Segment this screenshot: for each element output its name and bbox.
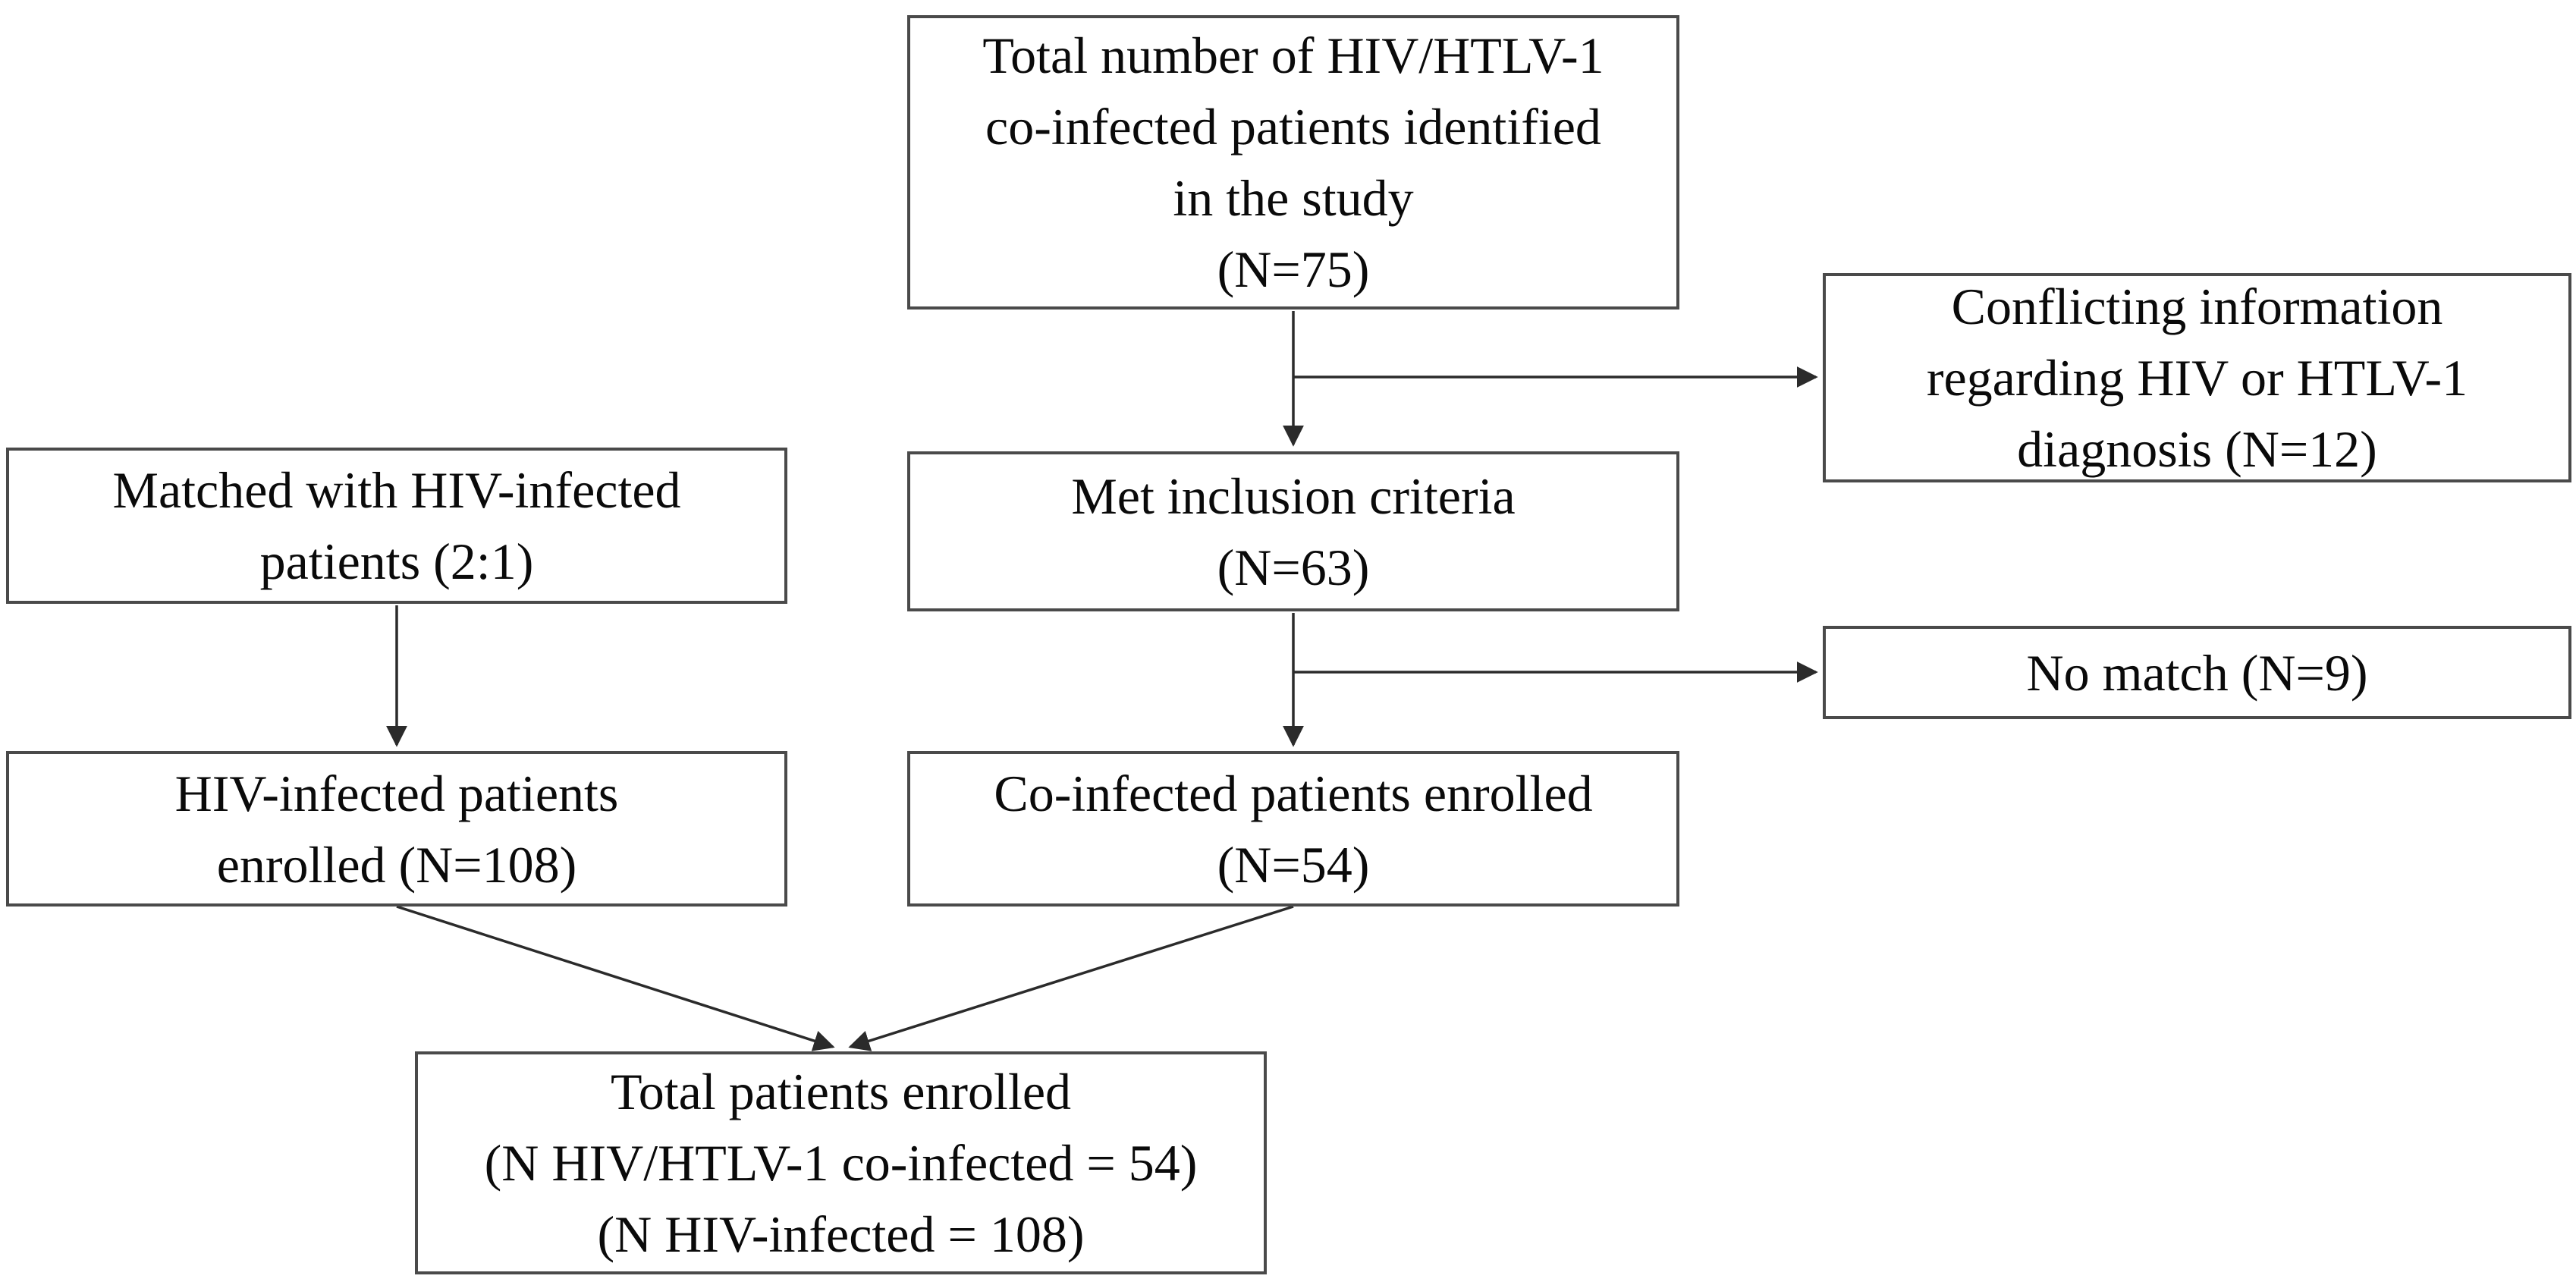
- box-hiv-infected-enrolled: HIV-infected patients enrolled (N=108): [6, 751, 787, 907]
- box-text-line: in the study: [1173, 169, 1414, 227]
- box-text-line: diagnosis (N=12): [2017, 420, 2377, 478]
- box-conflicting-information-excluded: Conflicting information regarding HIV or…: [1823, 273, 2571, 482]
- arrow-hiv-enrolled-to-total: [396, 905, 835, 1051]
- box-text-line: patients (2:1): [259, 533, 534, 590]
- box-total-patients-enrolled: Total patients enrolled (N HIV/HTLV-1 co…: [415, 1051, 1267, 1274]
- box-text-line: (N HIV-infected = 108): [597, 1205, 1085, 1263]
- box-text-line: Conflicting information: [1951, 278, 2443, 335]
- arrow-coinfected-enrolled-to-total: [848, 905, 1294, 1051]
- box-text-line: (N=75): [1217, 240, 1370, 298]
- box-text-line: (N=54): [1217, 835, 1370, 894]
- box-total-coinfected-identified: Total number of HIV/HTLV-1 co-infected p…: [907, 15, 1679, 310]
- box-text-line: No match (N=9): [2026, 643, 2368, 702]
- box-coinfected-enrolled: Co-infected patients enrolled (N=54): [907, 751, 1679, 907]
- box-text-line: co-infected patients identified: [985, 98, 1601, 156]
- box-text-line: Co-infected patients enrolled: [994, 764, 1593, 822]
- box-text-line: enrolled (N=108): [216, 835, 577, 894]
- box-text-line: HIV-infected patients: [174, 764, 619, 822]
- box-text-line: Matched with HIV-infected: [112, 461, 681, 519]
- box-text-line: Met inclusion criteria: [1071, 467, 1516, 525]
- box-no-match-excluded: No match (N=9): [1823, 626, 2571, 719]
- box-text-line: Total patients enrolled: [610, 1063, 1072, 1120]
- box-text-line: Total number of HIV/HTLV-1: [982, 27, 1604, 84]
- box-text-line: (N HIV/HTLV-1 co-infected = 54): [484, 1134, 1198, 1192]
- box-text-line: regarding HIV or HTLV-1: [1926, 349, 2468, 407]
- box-matched-with-hiv-infected: Matched with HIV-infected patients (2:1): [6, 448, 787, 604]
- box-met-inclusion-criteria: Met inclusion criteria (N=63): [907, 451, 1679, 611]
- box-text-line: (N=63): [1217, 538, 1370, 596]
